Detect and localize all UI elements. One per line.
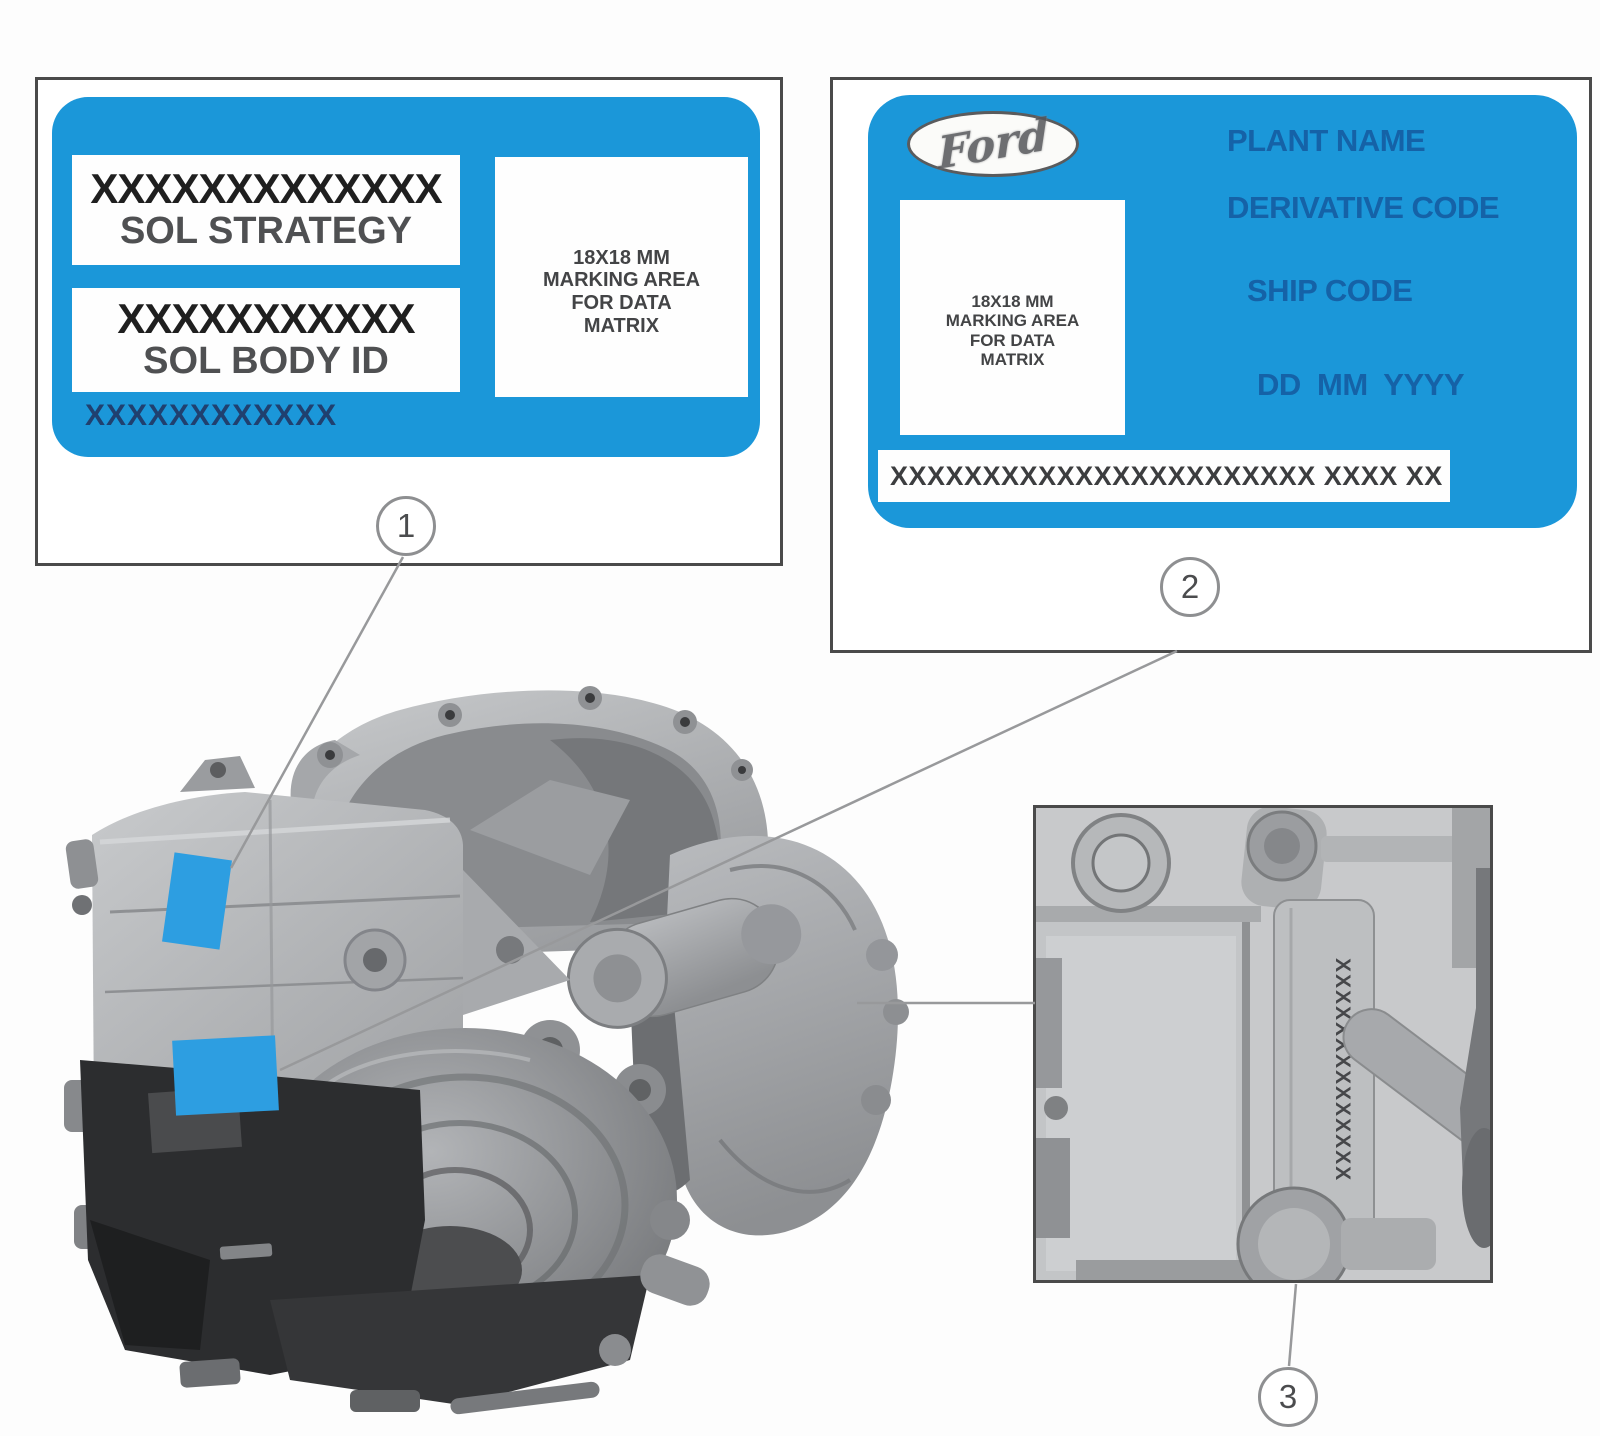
label2-ship-code: SHIP CODE [1247, 273, 1413, 308]
callout-2: 2 [1160, 557, 1220, 617]
detail-left-panel [1036, 906, 1261, 1280]
callout-2-number: 2 [1180, 568, 1200, 605]
detail-view-photo: XXXXXXXXXXXXXX [1036, 808, 1490, 1280]
label1-field-sol-strategy: XXXXXXXXXXXXX SOL STRATEGY [72, 155, 460, 265]
sol-body-id-caption: SOL BODY ID [143, 340, 389, 383]
marking-line: MARKING AREA [542, 269, 701, 292]
callout-3: 3 [1258, 1367, 1318, 1427]
stamped-serial-code: XXXXXXXXXXXXXX [1331, 958, 1354, 1182]
sol-body-id-value: XXXXXXXXXXX [117, 295, 415, 343]
marking-line: 18X18 MM [573, 246, 670, 269]
label2-blue-label: Ford PLANT NAME DERIVATIVE CODE SHIP COD… [868, 95, 1577, 528]
label1-data-matrix-area: 18X18 MM MARKING AREA FOR DATA MATRIX [495, 157, 748, 397]
leader-line-3b [1287, 1283, 1298, 1367]
blue-label-patch-1 [162, 852, 232, 950]
label2-data-matrix-area: 18X18 MM MARKING AREA FOR DATA MATRIX [900, 200, 1125, 435]
marking-line: MARKING AREA [945, 311, 1080, 331]
ford-logo: Ford [907, 108, 1079, 180]
dark-underside [80, 1060, 650, 1412]
blue-label-patch-2 [172, 1035, 279, 1116]
label2-date-format: DD MM YYYY [1257, 367, 1465, 402]
callout-3-number: 3 [1278, 1378, 1298, 1415]
label2-plant-name: PLANT NAME [1227, 123, 1426, 158]
marking-line: 18X18 MM [971, 292, 1054, 312]
detail-bottom-cylinder [1076, 1186, 1436, 1280]
transaxle-illustration [64, 686, 909, 1415]
callout-1-number: 1 [396, 507, 416, 544]
label2-serial-text: XXXXXXXXXXXXXXXXXXXXXXX XXXX XX [890, 460, 1443, 491]
label1-frame: XXXXXXXXXXXXX SOL STRATEGY XXXXXXXXXXX S… [35, 77, 783, 566]
detail-view-frame: XXXXXXXXXXXXXX [1033, 805, 1493, 1283]
detail-top-boss [1071, 813, 1171, 913]
sol-strategy-caption: SOL STRATEGY [119, 210, 413, 253]
marking-line: FOR DATA [969, 330, 1056, 350]
bottom-fittings [450, 1200, 710, 1415]
marking-line: FOR DATA [571, 292, 672, 314]
label1-field-sol-body-id: XXXXXXXXXXX SOL BODY ID [72, 288, 460, 392]
sol-strategy-value: XXXXXXXXXXXXX [90, 165, 442, 213]
detail-serial-rib: XXXXXXXXXXXXXX [1273, 899, 1375, 1251]
label1-footer-code: XXXXXXXXXXXX [85, 399, 338, 432]
detail-right-shadow [1460, 868, 1490, 1248]
callout-1: 1 [376, 496, 436, 556]
label2-derivative-code: DERIVATIVE CODE [1227, 190, 1500, 225]
label2-frame: Ford PLANT NAME DERIVATIVE CODE SHIP COD… [830, 77, 1592, 653]
marking-line: MATRIX [980, 349, 1045, 369]
label2-serial-strip: XXXXXXXXXXXXXXXXXXXXXXX XXXX XX [878, 450, 1450, 502]
ford-logo-script: Ford [936, 108, 1050, 180]
marking-line: MATRIX [583, 314, 660, 337]
label1-blue-label: XXXXXXXXXXXXX SOL STRATEGY XXXXXXXXXXX S… [52, 97, 760, 457]
